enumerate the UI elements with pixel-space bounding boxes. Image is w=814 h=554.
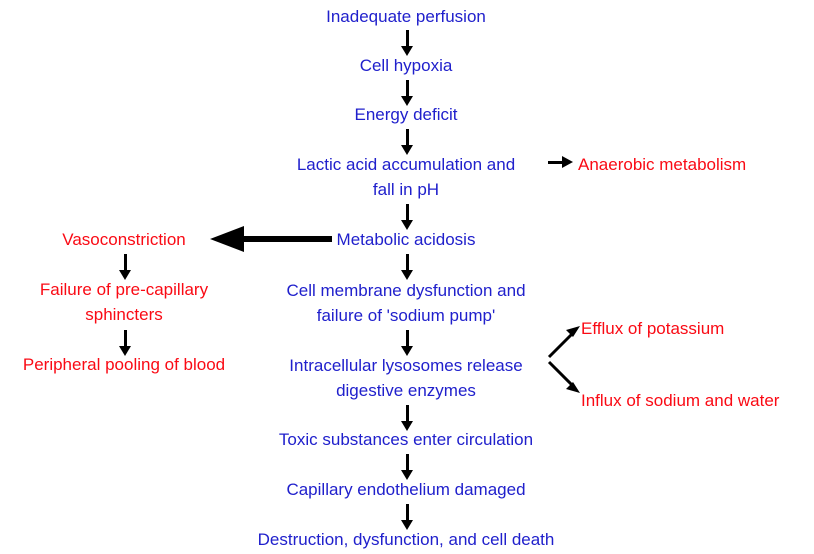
arrow-head [401, 470, 413, 480]
arrow-head [210, 226, 244, 252]
arrow-shaft [405, 454, 409, 471]
arrow-shaft [405, 80, 409, 97]
arrow-head [401, 270, 413, 280]
node-efflux-of-potassium: Efflux of potassium [581, 319, 725, 338]
node-energy-deficit: Energy deficit [354, 105, 458, 124]
arrow-head [401, 421, 413, 431]
arrow-shaft [405, 129, 409, 146]
arrow-head [401, 220, 413, 230]
arrow-shaft [123, 254, 127, 271]
node-failure-of-pre-capillary-sphincters: Failure of pre-capillary sphincters [40, 277, 208, 327]
arrow-shaft [405, 254, 409, 271]
node-lactic-acid-accumulation: Lactic acid accumulation and fall in pH [297, 152, 515, 202]
arrow-shaft [405, 330, 409, 347]
arrow-head [562, 156, 573, 168]
arrow-head [401, 520, 413, 530]
arrow-head [401, 46, 413, 56]
node-sphincters-line1: Failure of pre-capillary [39, 280, 209, 299]
node-lactic-acid-line1: Lactic acid accumulation and [296, 155, 516, 174]
node-intracellular-lysosomes: Intracellular lysosomes release digestiv… [289, 353, 522, 403]
node-influx-of-sodium-and-water: Influx of sodium and water [581, 391, 780, 410]
node-lysosomes-line2: digestive enzymes [336, 381, 476, 400]
arrow-shaft [240, 236, 332, 242]
node-cell-membrane-line1: Cell membrane dysfunction and [286, 281, 526, 300]
node-lysosomes-line1: Intracellular lysosomes release [289, 356, 523, 375]
node-cell-membrane-dysfunction: Cell membrane dysfunction and failure of… [286, 278, 525, 328]
arrow-shaft [405, 30, 409, 47]
arrow-head [119, 346, 131, 356]
node-vasoconstriction: Vasoconstriction [62, 230, 186, 249]
arrow-head [119, 270, 131, 280]
arrow-head [401, 96, 413, 106]
node-sphincters-line2: sphincters [85, 305, 163, 324]
arrow-shaft [405, 405, 409, 422]
arrow-shaft [405, 204, 409, 221]
arrow-shaft [123, 330, 127, 347]
node-lactic-acid-line2: fall in pH [372, 180, 440, 199]
node-peripheral-pooling-of-blood: Peripheral pooling of blood [22, 355, 226, 374]
arrow-head [401, 346, 413, 356]
arrow-head [401, 145, 413, 155]
node-capillary-endothelium: Capillary endothelium damaged [286, 480, 526, 499]
node-cell-hypoxia: Cell hypoxia [359, 56, 453, 75]
arrow-shaft [405, 504, 409, 521]
arrow-lysosomes-to-efflux [546, 322, 584, 365]
node-metabolic-acidosis: Metabolic acidosis [336, 230, 476, 249]
node-anaerobic-metabolism: Anaerobic metabolism [578, 155, 747, 174]
arrow-shaft [548, 160, 564, 164]
node-destruction-dysfunction-cell-death: Destruction, dysfunction, and cell death [257, 530, 555, 549]
node-cell-membrane-line2: failure of 'sodium pump' [316, 306, 496, 325]
arrow-lysosomes-to-influx [546, 358, 584, 401]
node-toxic-substances: Toxic substances enter circulation [278, 430, 534, 449]
node-inadequate-perfusion: Inadequate perfusion [326, 7, 486, 26]
